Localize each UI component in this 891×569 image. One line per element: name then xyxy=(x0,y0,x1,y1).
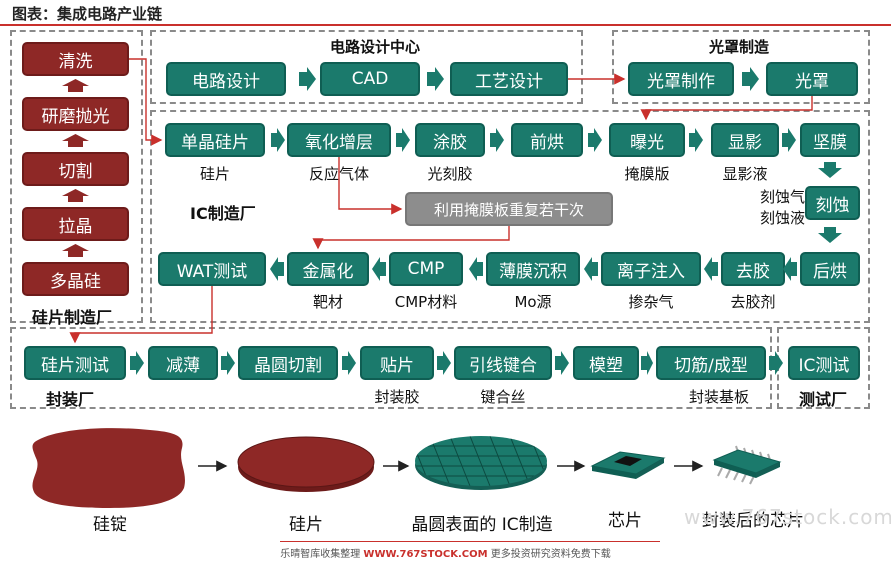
fab-sub-wafer: 硅片 xyxy=(199,165,230,183)
repeat-note: 利用掩膜板重复若干次 xyxy=(405,192,613,226)
fab-step-strip: 去胶 xyxy=(721,252,785,286)
design-step-circuit: 电路设计 xyxy=(166,62,286,96)
bottom-label-ingot: 硅锭 xyxy=(93,515,127,535)
mask-step-mask: 光罩 xyxy=(766,62,858,96)
section-test-factory: 测试厂 xyxy=(799,390,848,409)
page-title: 图表：集成电路产业链 xyxy=(12,5,163,23)
bottom-label-wafer: 硅片 xyxy=(289,515,323,535)
fab-step-film-deposition: 薄膜沉积 xyxy=(486,252,580,286)
fab-sub-mo-source: Mo源 xyxy=(514,293,552,311)
mask-region xyxy=(612,30,870,104)
fab-sub-etch-gas: 刻蚀气 xyxy=(759,188,805,206)
footer-post: 更多投资研究资料免费下载 xyxy=(487,549,611,560)
footer-pre: 乐晴智库收集整理 xyxy=(280,549,364,560)
fab-sub-stripper: 去胶剂 xyxy=(730,293,776,311)
test-step-ic-test: IC测试 xyxy=(788,346,860,380)
fab-sub-mask-plate: 掩膜版 xyxy=(624,165,670,183)
fab-sub-dopant-gas: 掺杂气 xyxy=(628,293,674,311)
wafer-disc-illustration xyxy=(237,436,375,492)
pack-sub-bond-wire: 键合丝 xyxy=(480,388,526,406)
pack-step-trim-form: 切筋/成型 xyxy=(656,346,766,380)
pack-step-dicing: 晶圆切割 xyxy=(238,346,338,380)
chip-illustration xyxy=(590,451,666,479)
fab-sub-etch-liquid: 刻蚀液 xyxy=(759,209,805,227)
fab-sub-target: 靶材 xyxy=(312,293,343,311)
wafer-factory-region xyxy=(10,30,143,323)
fab-step-exposure: 曝光 xyxy=(609,123,685,157)
wafer-step-polish: 研磨抛光 xyxy=(22,97,129,131)
pack-step-wafer-test: 硅片测试 xyxy=(24,346,126,380)
process-chevrons xyxy=(130,67,842,375)
fab-step-postbake: 后烘 xyxy=(800,252,860,286)
pack-step-die-attach: 贴片 xyxy=(360,346,434,380)
fab-step-hardbake: 坚膜 xyxy=(800,123,860,157)
footer: 乐晴智库收集整理 WWW.767STOCK.COM 更多投资研究资料免费下载 xyxy=(0,545,891,560)
wafer-step-slice: 切割 xyxy=(22,152,129,186)
wafer-up-arrows xyxy=(62,79,89,257)
fab-step-etch: 刻蚀 xyxy=(805,186,860,220)
wafer-ic-illustration xyxy=(415,436,547,490)
fab-step-oxidation: 氧化增层 xyxy=(287,123,391,157)
fab-step-cmp: CMP xyxy=(389,252,463,286)
design-center-region xyxy=(150,30,583,104)
design-step-cad: CAD xyxy=(320,62,420,96)
title-rule xyxy=(0,24,891,26)
pack-sub-substrate: 封装基板 xyxy=(688,388,749,406)
fab-sub-cmp-material: CMP材料 xyxy=(394,293,458,311)
red-connectors xyxy=(69,58,813,344)
fab-step-develop: 显影 xyxy=(711,123,779,157)
pack-step-wire-bond: 引线键合 xyxy=(454,346,552,380)
pack-step-molding: 模塑 xyxy=(573,346,639,380)
fab-sub-photoresist: 光刻胶 xyxy=(427,165,473,183)
ingot-illustration xyxy=(32,428,185,508)
fab-step-coating: 涂胶 xyxy=(415,123,485,157)
fab-step-ion-implant: 离子注入 xyxy=(601,252,701,286)
section-mask: 光罩制造 xyxy=(709,38,770,56)
mask-step-make: 光罩制作 xyxy=(628,62,734,96)
bottom-label-chip: 芯片 xyxy=(608,511,642,531)
wafer-step-clean: 清洗 xyxy=(22,42,129,76)
watermark: www.767stock.com xyxy=(684,505,891,529)
fab-step-prebake: 前烘 xyxy=(511,123,583,157)
section-ic-factory: IC制造厂 xyxy=(190,204,256,223)
pack-step-thinning: 减薄 xyxy=(148,346,218,380)
footer-site-link[interactable]: WWW.767STOCK.COM xyxy=(363,549,488,560)
ic-factory-region xyxy=(150,110,870,323)
footer-rule xyxy=(280,541,660,542)
bottom-label-packaged-chip: 封装后的芯片 xyxy=(702,511,804,531)
fab-step-metallization: 金属化 xyxy=(287,252,369,286)
section-design-center: 电路设计中心 xyxy=(330,38,421,56)
section-packaging: 封装厂 xyxy=(46,390,95,409)
bottom-label-wafer-ic: 晶圆表面的 IC制造 xyxy=(411,515,553,535)
fab-step-single-crystal: 单晶硅片 xyxy=(165,123,265,157)
design-step-process: 工艺设计 xyxy=(450,62,568,96)
pack-sub-adhesive: 封装胶 xyxy=(374,388,420,406)
wafer-step-polysilicon: 多晶硅 xyxy=(22,262,129,296)
packaged-chip-illustration xyxy=(712,445,782,485)
section-wafer-factory: 硅片制造厂 xyxy=(32,308,113,327)
fab-sub-developer: 显影液 xyxy=(722,165,768,183)
fab-step-wat-test: WAT测试 xyxy=(158,252,266,286)
wafer-step-pull: 拉晶 xyxy=(22,207,129,241)
